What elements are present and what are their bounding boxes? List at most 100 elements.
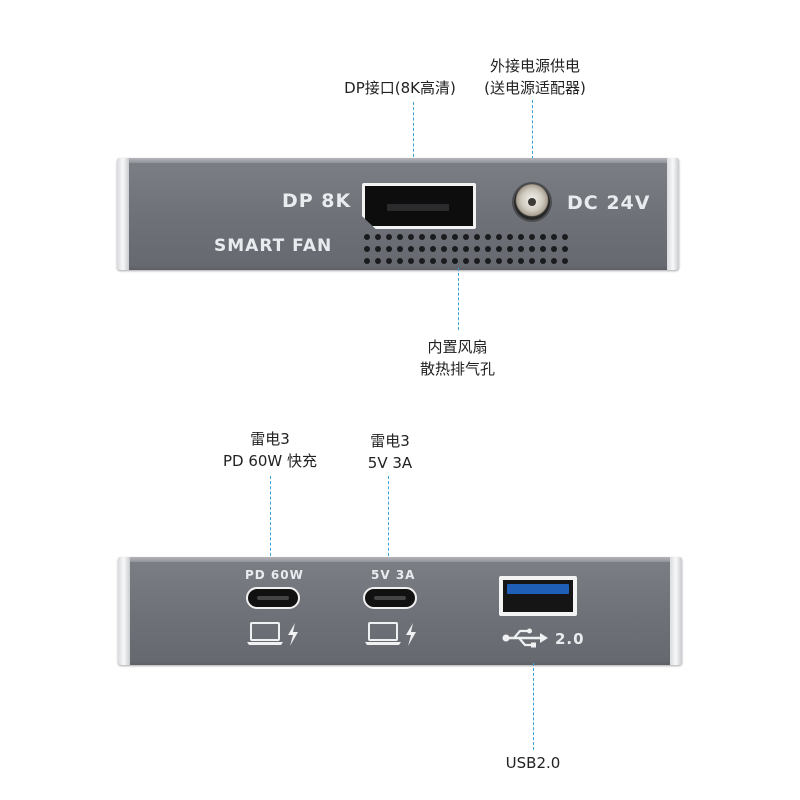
power-caption-line2: (送电源适配器) [484, 79, 586, 97]
vent-hole [375, 258, 381, 264]
dp-label: DP 8K [282, 190, 352, 212]
vent-hole [375, 246, 381, 252]
usba-caption-text: USB2.0 [505, 754, 561, 772]
vent-hole [540, 234, 546, 240]
usb-c-port-2-tongue [374, 596, 406, 600]
bottom-device-left-endcap [118, 557, 130, 665]
top-device-right-endcap [667, 158, 679, 270]
vent-hole [419, 258, 425, 264]
smart-fan-label: SMART FAN [214, 236, 333, 256]
vent-hole [485, 258, 491, 264]
port2-caption: 雷电3 5V 3A [340, 430, 440, 474]
vent-hole [441, 258, 447, 264]
port2-label: 5V 3A [371, 568, 416, 582]
dp-port-caption-text: DP接口(8K高清) [344, 79, 456, 97]
vent-hole [386, 246, 392, 252]
usb-trident-icon [502, 627, 550, 649]
bottom-device-panel: PD 60W 5V 3A [118, 557, 682, 665]
displayport-connector[interactable] [362, 183, 476, 229]
laptop-charging-icon [363, 619, 423, 649]
vent-hole [452, 246, 458, 252]
vent-hole [540, 246, 546, 252]
usb-a-port-opening [503, 580, 573, 612]
vent-hole [397, 258, 403, 264]
dc-power-jack[interactable] [514, 184, 550, 220]
vent-hole [408, 258, 414, 264]
usba-leader-line [533, 663, 534, 750]
bottom-device-right-endcap [670, 557, 682, 665]
port2-caption-line2: 5V 3A [367, 454, 413, 472]
vent-hole [507, 258, 513, 264]
vent-hole [474, 234, 480, 240]
vent-hole [463, 234, 469, 240]
vent-hole [386, 234, 392, 240]
port1-caption: 雷电3 PD 60W 快充 [200, 428, 340, 472]
laptop-charging-icon [245, 619, 305, 649]
dp-port-caption: DP接口(8K高清) [300, 77, 500, 99]
vent-hole [485, 234, 491, 240]
bottom-device-top-edge [118, 557, 682, 562]
vent-hole [518, 234, 524, 240]
vent-hole [562, 246, 568, 252]
vent-hole [529, 246, 535, 252]
vent-hole [485, 246, 491, 252]
vent-hole [496, 234, 502, 240]
top-device-top-edge [117, 158, 679, 163]
port1-label: PD 60W [245, 568, 304, 582]
vent-hole [518, 246, 524, 252]
port1-caption-line2: PD 60W 快充 [222, 452, 318, 470]
vent-hole [419, 246, 425, 252]
vent-hole [474, 246, 480, 252]
vent-hole [364, 258, 370, 264]
vent-hole [551, 246, 557, 252]
vent-hole [452, 234, 458, 240]
fan-caption-line1: 内置风扇 [427, 338, 488, 356]
vent-hole [463, 258, 469, 264]
displayport-inner-tongue [387, 204, 449, 211]
port2-caption-line1: 雷电3 [370, 432, 410, 450]
vent-hole [397, 246, 403, 252]
power-caption: 外接电源供电 (送电源适配器) [460, 55, 610, 99]
fan-vent-grid [364, 234, 571, 267]
vent-hole [518, 258, 524, 264]
power-caption-line1: 外接电源供电 [489, 57, 580, 75]
dc-power-pin [528, 198, 536, 206]
vent-hole [430, 246, 436, 252]
vent-hole [496, 246, 502, 252]
vent-hole [551, 234, 557, 240]
vent-hole [386, 258, 392, 264]
port1-caption-line1: 雷电3 [250, 430, 290, 448]
usb-c-port-1-tongue [257, 596, 289, 600]
dc-label: DC 24V [567, 192, 651, 214]
port1-leader-line [270, 476, 271, 561]
vent-hole [397, 234, 403, 240]
vent-hole [496, 258, 502, 264]
vent-hole [408, 234, 414, 240]
vent-hole [507, 246, 513, 252]
usba-caption: USB2.0 [483, 752, 583, 774]
vent-hole [375, 234, 381, 240]
fan-caption: 内置风扇 散热排气孔 [390, 336, 525, 380]
vent-hole [551, 258, 557, 264]
vent-hole [529, 234, 535, 240]
usb-version-label: 2.0 [555, 630, 585, 648]
usb-c-port-1[interactable] [246, 587, 300, 609]
usb-c-port-2[interactable] [363, 587, 417, 609]
usb-a-port[interactable] [499, 576, 577, 616]
vent-hole [452, 258, 458, 264]
vent-hole [529, 258, 535, 264]
top-device-panel: DP 8K DC 24V SMART FAN [117, 158, 679, 270]
power-leader-line [532, 100, 533, 164]
fan-caption-line2: 散热排气孔 [419, 360, 495, 378]
usb-a-port-tongue [507, 584, 569, 594]
top-device-left-endcap [117, 158, 129, 270]
vent-hole [562, 258, 568, 264]
vent-hole [463, 246, 469, 252]
vent-hole [562, 234, 568, 240]
dp-leader-line [413, 102, 414, 162]
port2-leader-line [388, 476, 389, 561]
vent-hole [474, 258, 480, 264]
vent-hole [540, 258, 546, 264]
vent-hole [441, 246, 447, 252]
vent-hole [408, 246, 414, 252]
